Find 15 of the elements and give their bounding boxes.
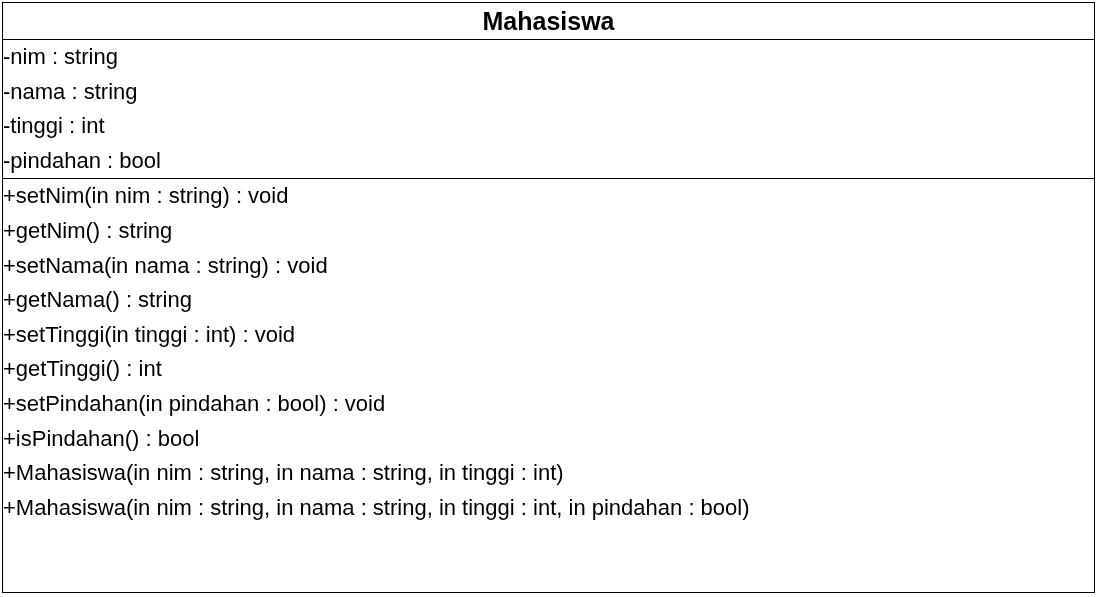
class-name: Mahasiswa	[481, 6, 616, 37]
attribute-text: -pindahan : bool	[3, 146, 161, 175]
method-text: +setPindahan(in pindahan : bool) : void	[3, 389, 386, 418]
method-text: +getTinggi() : int	[3, 355, 162, 384]
attribute-text: -nama : string	[3, 77, 138, 106]
method-text: +getNama() : string	[3, 286, 192, 315]
method-text: +getNim() : string	[3, 216, 173, 245]
method-text: +Mahasiswa(in nim : string, in nama : string, in tinggi : int)	[3, 459, 564, 488]
method-text: +setNama(in nama : string) : void	[3, 251, 328, 280]
method-text: +setTinggi(in tinggi : int) : void	[3, 320, 296, 349]
attribute-text: -tinggi : int	[3, 112, 105, 141]
method-text: +Mahasiswa(in nim : string, in nama : string, in tinggi : int, in pindahan : bool)	[3, 493, 750, 522]
method-text: +isPindahan() : bool	[3, 424, 200, 453]
method-text: +setNim(in nim : string) : void	[3, 182, 289, 211]
attribute-text: -nim : string	[3, 43, 118, 71]
